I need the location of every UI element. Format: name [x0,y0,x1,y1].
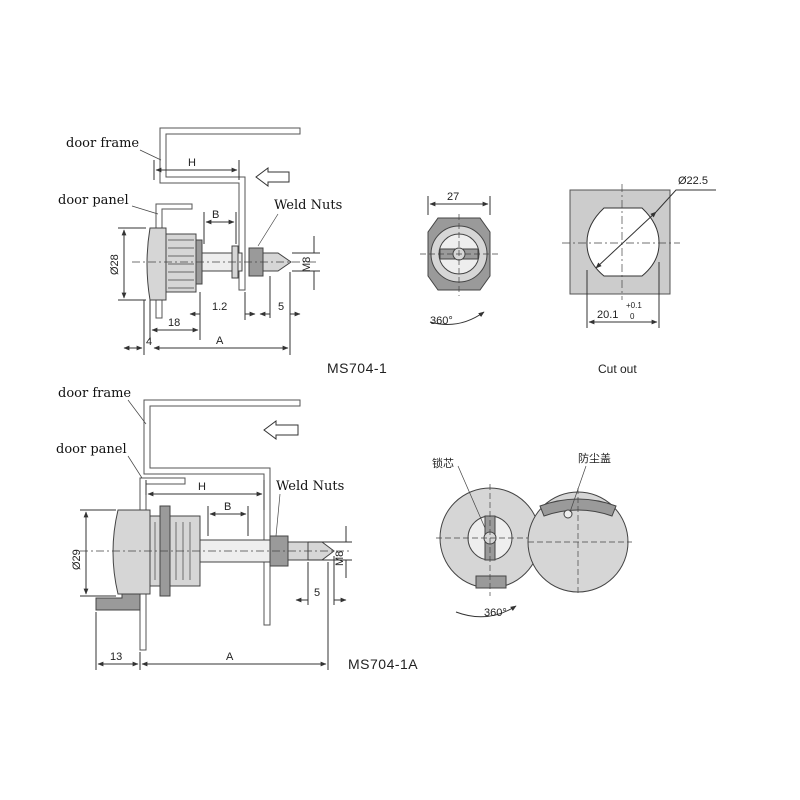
top-front-rotation: 360° [430,315,453,327]
threaded-body-b [149,515,201,587]
label-lock-core: 锁芯 [432,456,454,470]
insert-direction-arrow-bottom [263,420,299,440]
insert-direction-arrow-top [255,167,290,187]
top-dim-thread: M8 [301,257,313,272]
door-frame-shape-b [143,399,301,626]
bottom-front-view: 锁芯 防尘盖 360° [432,451,632,619]
cutout-width: 20.1 [597,309,618,321]
top-front-width: 27 [447,191,459,203]
bottom-dim-thread: M8 [334,551,346,566]
bottom-label-door-panel: door panel [56,442,127,457]
top-dim-gap: 1.2 [212,301,227,313]
bottom-dim-a: A [226,651,234,663]
cutout-view: Ø22.5 20.1 +0.1 0 Cut out [562,175,716,376]
bottom-dim-b: B [224,501,231,513]
bottom-side-view: H B Ø29 M8 5 13 A door frame door panel … [56,386,418,672]
top-label-weld-nuts: Weld Nuts [274,198,342,213]
door-panel-shape [155,203,193,319]
cutout-diam: Ø22.5 [678,175,708,187]
top-dim-flange: 4 [146,336,152,348]
bottom-dim-flange: 13 [110,651,122,663]
lock-flange [146,227,167,301]
top-dim-b: B [212,209,219,221]
top-dim-tip: 5 [278,301,284,313]
label-dust-cover: 防尘盖 [578,451,611,465]
cutout-tol-upper: +0.1 [626,301,642,310]
bottom-dim-diam: Ø29 [71,549,83,570]
top-dim-a: A [216,335,224,347]
bottom-label-door-frame: door frame [58,386,131,401]
bottom-dim-h: H [198,481,206,493]
top-dim-thread-len: 18 [168,317,180,329]
top-side-view: H B Ø28 M8 1.2 5 18 4 A door frame [58,127,387,376]
bottom-dim-tip: 5 [314,587,320,599]
top-front-view: 27 360° [420,191,500,327]
threaded-body [165,233,197,293]
bottom-label-weld-nuts: Weld Nuts [276,479,344,494]
bottom-front-rotation: 360° [484,607,507,619]
top-dim-h: H [188,157,196,169]
top-model-name: MS704-1 [327,360,387,376]
top-dim-diam: Ø28 [109,254,121,275]
bottom-model-name: MS704-1A [348,656,418,672]
top-label-door-panel: door panel [58,193,129,208]
door-frame-shape [159,127,301,291]
lock-flange-b [112,509,151,595]
cutout-caption: Cut out [598,362,637,376]
top-label-door-frame: door frame [66,136,139,151]
cutout-tol-lower: 0 [630,312,635,321]
